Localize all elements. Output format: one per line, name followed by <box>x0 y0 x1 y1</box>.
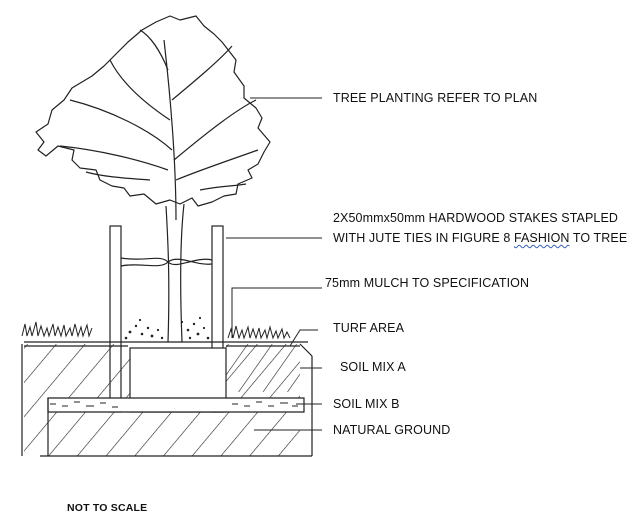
label-natural-ground: NATURAL GROUND <box>333 423 451 437</box>
label-soil-mix-b: SOIL MIX B <box>333 397 400 411</box>
label-stakes-line2: WITH JUTE TIES IN FIGURE 8 FASHION TO TR… <box>333 231 627 245</box>
label-stakes-line2-post: TO TREE <box>569 231 628 245</box>
label-turf-area: TURF AREA <box>333 321 405 335</box>
soil-profile <box>21 341 313 457</box>
tree-canopy <box>35 15 271 221</box>
leader-mulch <box>231 287 322 338</box>
leader-turf <box>289 329 318 347</box>
label-mulch: 75mm MULCH TO SPECIFICATION <box>325 276 530 290</box>
leader-lines <box>226 97 322 431</box>
tree-trunk <box>165 203 185 343</box>
label-stakes-line2-flagged: FASHION <box>513 231 570 245</box>
label-stakes-line1: 2X50mmx50mm HARDWOOD STAKES STAPLED <box>333 211 619 225</box>
mulch <box>124 316 210 340</box>
turf-grass <box>21 321 291 340</box>
label-tree-planting: TREE PLANTING REFER TO PLAN <box>333 91 538 105</box>
label-stakes-line2-pre: WITH JUTE TIES IN FIGURE 8 <box>333 231 514 245</box>
not-to-scale-note: NOT TO SCALE <box>67 502 148 514</box>
label-soil-mix-a: SOIL MIX A <box>340 360 406 374</box>
